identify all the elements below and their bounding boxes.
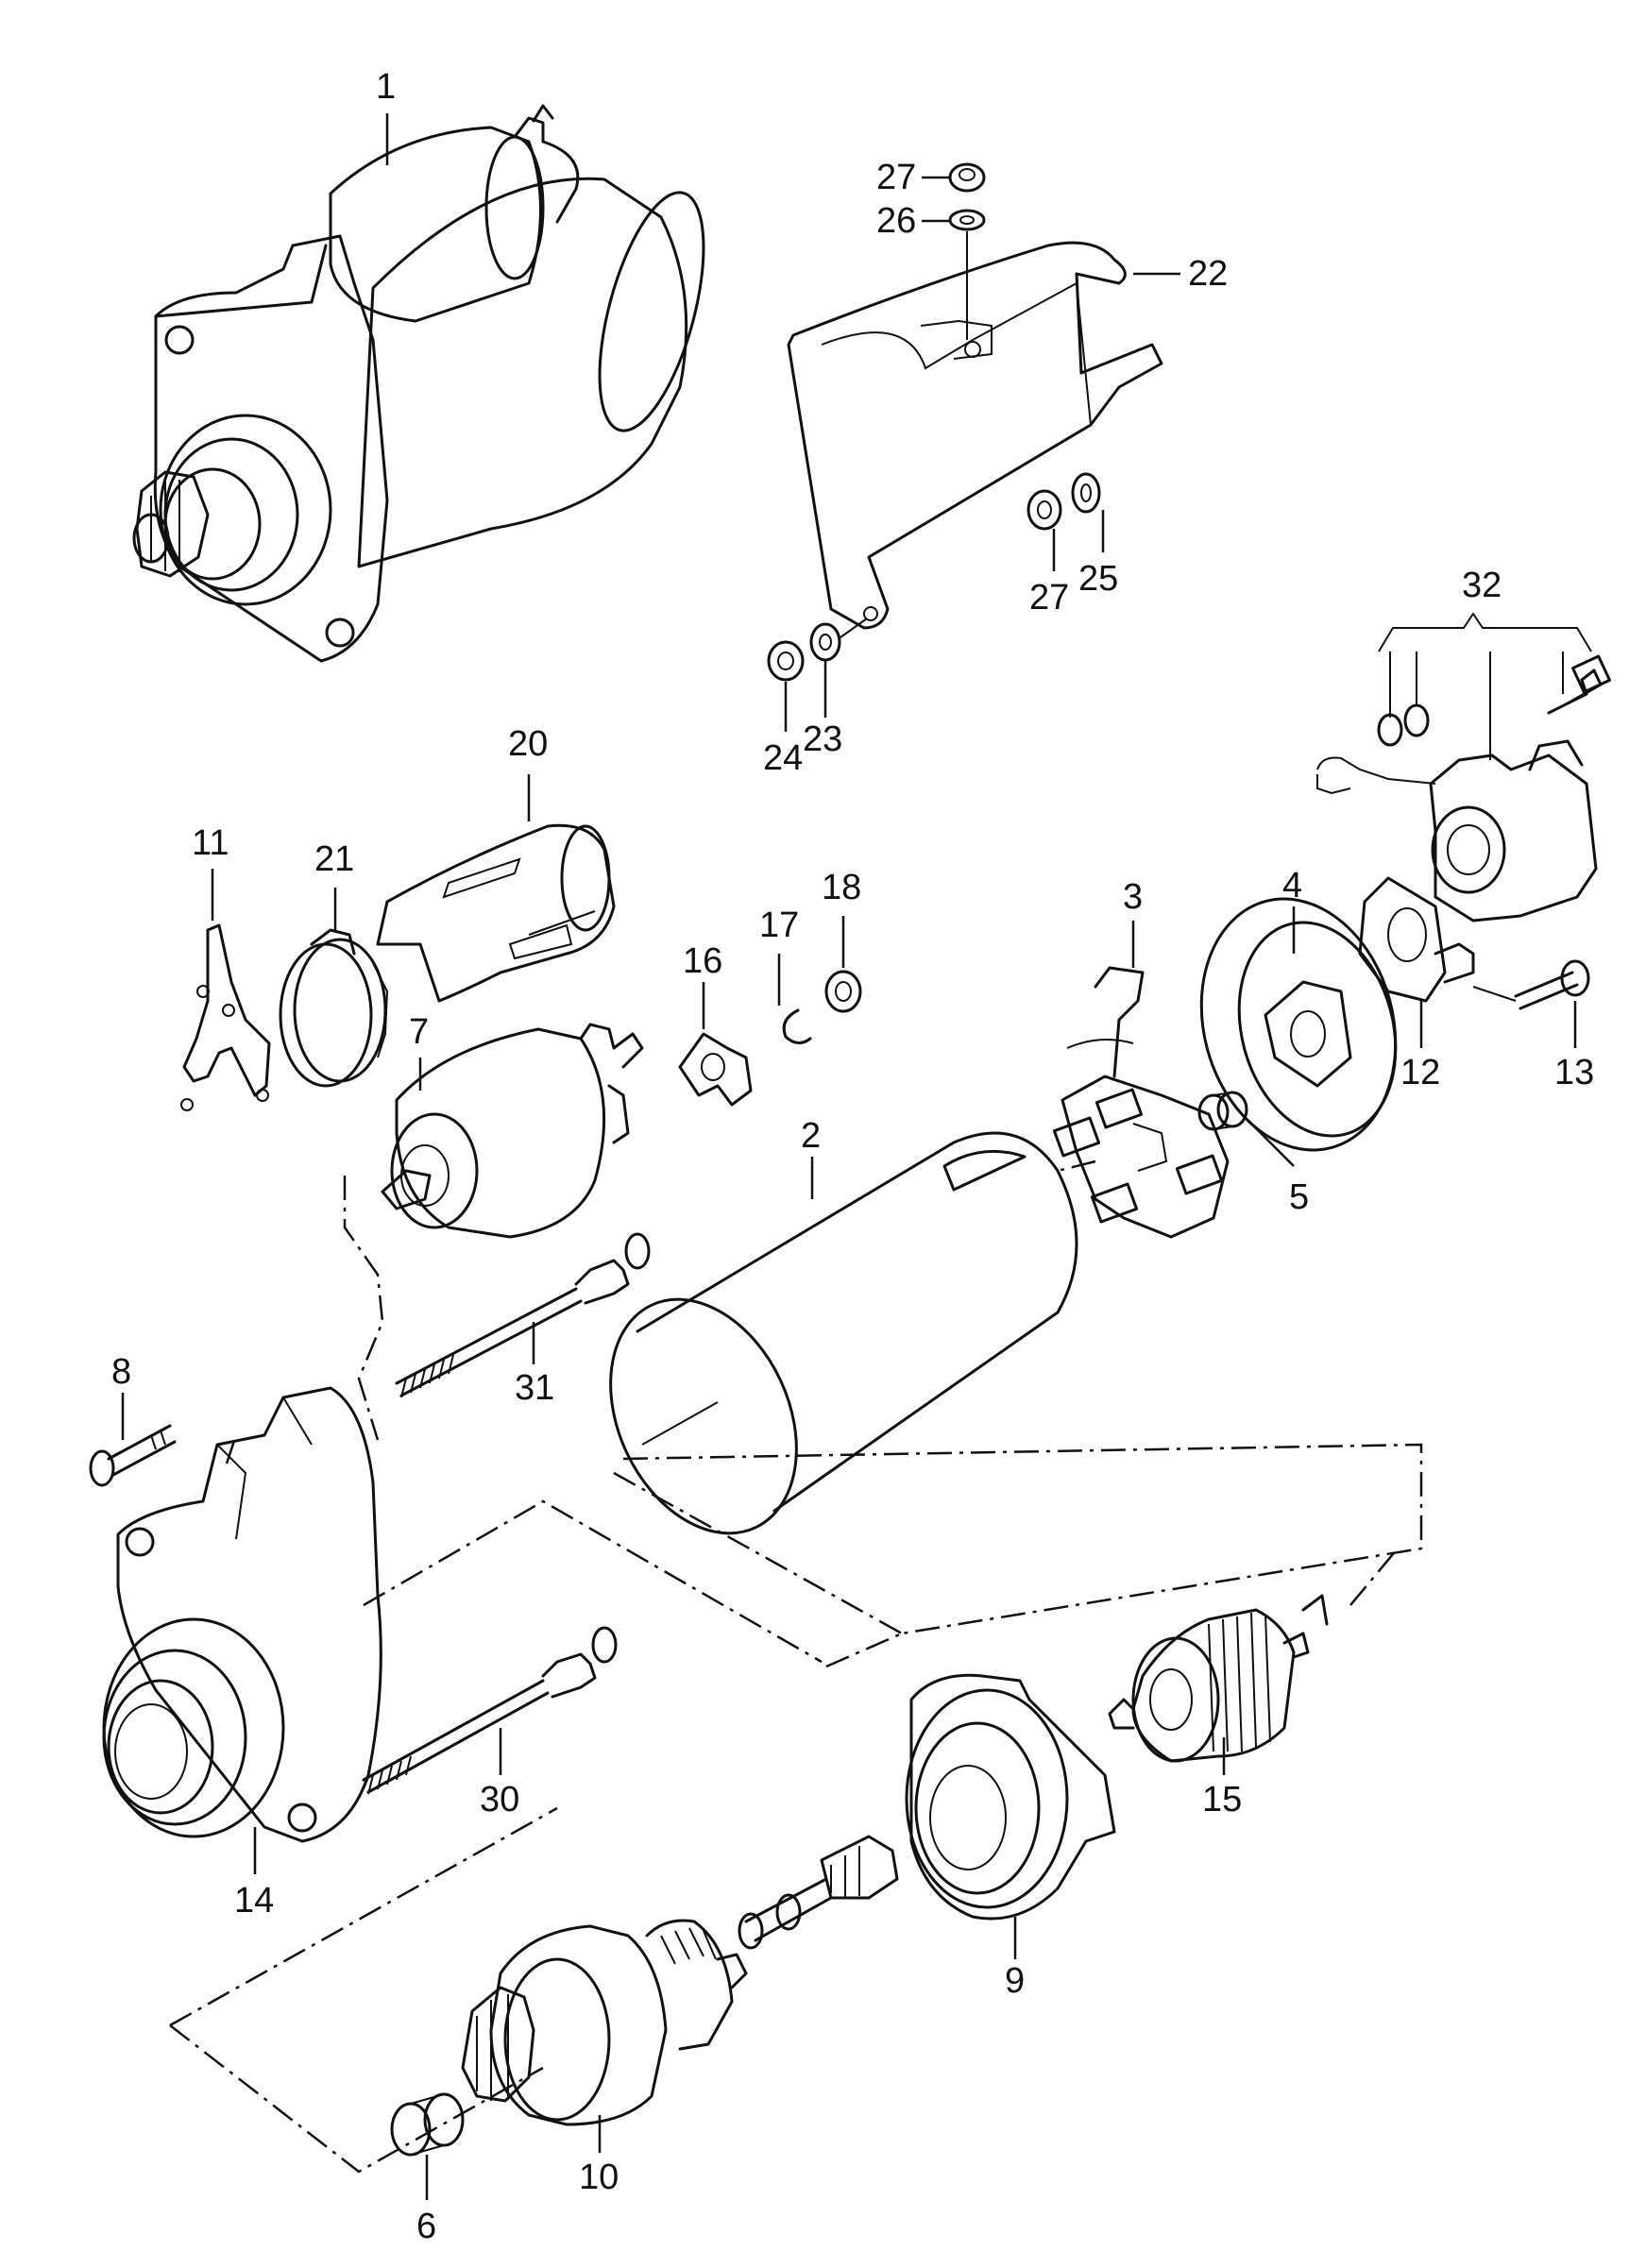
protective-cap-20 — [376, 823, 616, 1003]
callout-22: 22 — [1188, 254, 1228, 294]
circlip-17 — [782, 1008, 812, 1044]
washer-25 — [1071, 472, 1101, 514]
armature-15 — [1108, 1594, 1329, 1763]
nut-27-lower — [1027, 489, 1062, 531]
engaging-lever-16 — [678, 1032, 753, 1107]
callout-9: 9 — [1005, 1961, 1025, 2001]
callout-26: 26 — [876, 201, 916, 241]
screw-13 — [1472, 959, 1590, 1010]
callout-13: 13 — [1554, 1053, 1594, 1092]
callout-27-top: 27 — [876, 158, 916, 197]
callout-11: 11 — [192, 823, 229, 863]
callout-16: 16 — [683, 941, 722, 981]
callout-21: 21 — [314, 839, 354, 879]
drive-end-bracket-14 — [102, 1386, 382, 1843]
starter-motor-assembly — [132, 104, 705, 663]
end-cap-12 — [1358, 876, 1475, 1003]
callout-32: 32 — [1462, 566, 1502, 605]
brush-holder-kit-32 — [1316, 654, 1612, 922]
washer-26 — [948, 209, 986, 231]
nut-24 — [767, 640, 805, 682]
intermediate-bearing-9 — [738, 1673, 1116, 1950]
pinion-drive-10 — [461, 1919, 748, 2126]
yoke-housing-2 — [609, 1131, 1078, 1535]
callout-labels: 1 27 26 22 27 25 23 24 32 20 21 11 16 17… — [111, 67, 1594, 2246]
commutator-end-shield-4 — [1199, 897, 1398, 1152]
callout-17: 17 — [759, 906, 799, 945]
through-bolt-30 — [362, 1626, 618, 1795]
callout-12: 12 — [1400, 1053, 1440, 1092]
callout-27-lower: 27 — [1029, 578, 1069, 618]
callout-30: 30 — [480, 1780, 519, 1819]
screw-8 — [89, 1424, 177, 1487]
callout-8: 8 — [111, 1352, 131, 1392]
heat-shield-bracket — [787, 241, 1163, 630]
through-bolt-31 — [395, 1232, 651, 1398]
callout-6: 6 — [416, 2207, 436, 2246]
callout-18: 18 — [822, 868, 861, 907]
nut-18 — [824, 970, 862, 1013]
callout-15: 15 — [1202, 1780, 1242, 1819]
bushing-6 — [390, 2092, 465, 2157]
callout-10: 10 — [579, 2158, 619, 2197]
callout-2: 2 — [801, 1116, 821, 1156]
washer-23 — [809, 622, 841, 662]
callout-14: 14 — [234, 1881, 274, 1921]
brush-plate-3 — [1052, 966, 1230, 1239]
callout-31: 31 — [515, 1368, 554, 1408]
leader-lines — [121, 113, 1577, 2200]
callout-23: 23 — [803, 719, 842, 759]
callout-20: 20 — [508, 724, 548, 764]
callout-25: 25 — [1078, 559, 1118, 599]
callout-5: 5 — [1289, 1177, 1309, 1217]
callout-7: 7 — [409, 1012, 429, 1052]
callout-1: 1 — [376, 67, 396, 107]
callout-24: 24 — [763, 738, 803, 778]
assembly-outlines — [169, 1159, 1423, 2174]
nut-27-top — [948, 162, 986, 193]
callout-3: 3 — [1123, 877, 1143, 917]
fork-lever-11 — [180, 923, 271, 1111]
callout-4: 4 — [1282, 866, 1302, 906]
hose-clamp-21 — [279, 928, 389, 1088]
solenoid-7 — [381, 1023, 644, 1239]
